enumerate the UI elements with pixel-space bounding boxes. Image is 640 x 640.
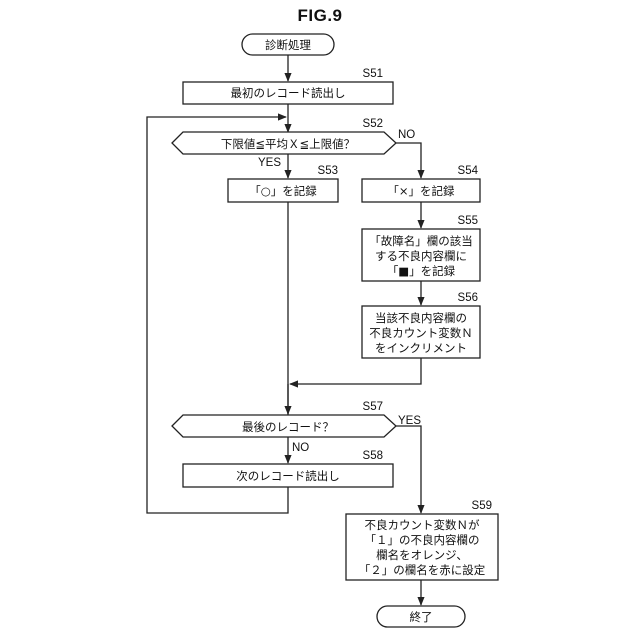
s59-text-line3: 欄名をオレンジ、 bbox=[376, 548, 468, 562]
branch-label-s52-no: NO bbox=[398, 129, 415, 141]
s56-text-line2: 不良カウント変数Ｎ bbox=[369, 326, 473, 340]
step-label-s55: S55 bbox=[458, 215, 478, 227]
s56-text-line1: 当該不良内容欄の bbox=[375, 311, 467, 325]
edge-s58-loop-back bbox=[147, 117, 288, 513]
step-label-s57: S57 bbox=[363, 401, 383, 413]
branch-label-s52-yes: YES bbox=[258, 157, 281, 169]
s57-text: 最後のレコード？ bbox=[242, 420, 334, 434]
s55-text-line2: する不良内容欄に bbox=[375, 249, 467, 263]
s51-text: 最初のレコード読出し bbox=[231, 86, 346, 100]
step-label-s59: S59 bbox=[472, 500, 492, 512]
decision-s57: 最後のレコード？ S57 YES NO bbox=[172, 401, 421, 454]
step-label-s58: S58 bbox=[363, 450, 383, 462]
s59-text-line2: 「１」の不良内容欄の bbox=[365, 533, 480, 547]
s53-text: 「○」を記録 bbox=[249, 184, 317, 198]
branch-label-s57-no: NO bbox=[292, 442, 309, 454]
edge-s57-yes-s59 bbox=[396, 426, 421, 513]
edge-s52-no-s54 bbox=[396, 143, 421, 178]
start-terminal: 診断処理 bbox=[242, 34, 334, 55]
step-label-s51: S51 bbox=[363, 68, 383, 80]
s55-text-line1: 「故障名」欄の該当 bbox=[369, 234, 473, 248]
decision-s52: 下限値≦平均Ｘ≦上限値？ S52 NO YES bbox=[172, 118, 415, 169]
s54-text: 「×」を記録 bbox=[387, 184, 455, 198]
step-label-s56: S56 bbox=[458, 292, 478, 304]
s58-text: 次のレコード読出し bbox=[236, 469, 340, 483]
step-label-s52: S52 bbox=[363, 118, 383, 130]
end-terminal: 終了 bbox=[377, 606, 465, 627]
s56-text-line3: をインクリメント bbox=[375, 341, 467, 355]
start-label: 診断処理 bbox=[265, 38, 311, 52]
s52-text: 下限値≦平均Ｘ≦上限値？ bbox=[221, 137, 355, 151]
s59-text-line4: 「２」の欄名を赤に設定 bbox=[359, 563, 486, 577]
step-label-s53: S53 bbox=[318, 165, 338, 177]
end-label: 終了 bbox=[410, 610, 433, 624]
process-s59: 不良カウント変数Ｎが 「１」の不良内容欄の 欄名をオレンジ、 「２」の欄名を赤に… bbox=[346, 500, 498, 580]
process-s53: 「○」を記録 S53 bbox=[228, 165, 338, 202]
s59-text-line1: 不良カウント変数Ｎが bbox=[365, 518, 480, 532]
s55-text-line3: 「■」を記録 bbox=[387, 264, 456, 278]
branch-label-s57-yes: YES bbox=[398, 415, 421, 427]
step-label-s54: S54 bbox=[458, 165, 479, 177]
edge-s56-merge bbox=[290, 358, 421, 384]
